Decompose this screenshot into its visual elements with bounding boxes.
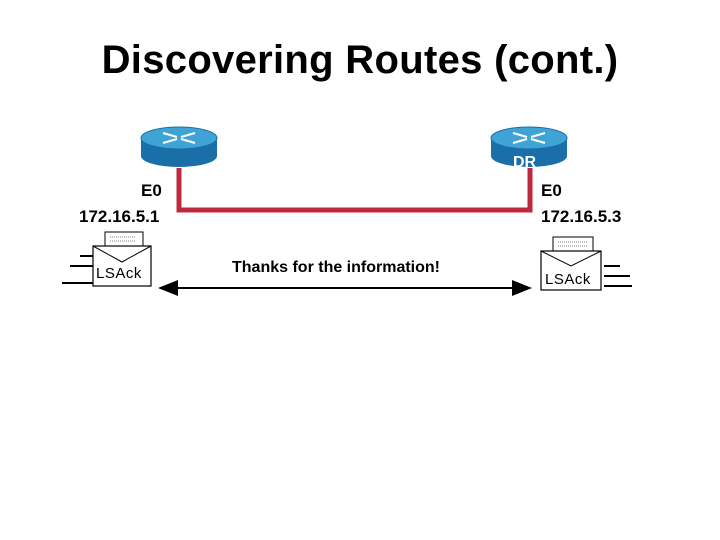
left-ip-label: 172.16.5.1 bbox=[79, 207, 160, 226]
left-interface-label: E0 bbox=[141, 181, 162, 200]
right-interface-label: E0 bbox=[541, 181, 562, 200]
lsack-packet-right-icon bbox=[540, 236, 632, 291]
router-right-icon bbox=[490, 126, 568, 167]
exchange-message: Thanks for the information! bbox=[232, 259, 440, 276]
slide-title: Discovering Routes (cont.) bbox=[101, 38, 619, 82]
left-lsack-label: LSAck bbox=[96, 265, 142, 282]
right-lsack-label: LSAck bbox=[545, 271, 591, 288]
lsack-packet-left-icon bbox=[62, 231, 152, 287]
router-left-icon bbox=[140, 126, 218, 167]
dr-role-label: DR bbox=[513, 154, 537, 171]
right-ip-label: 172.16.5.3 bbox=[541, 207, 622, 226]
ethernet-link bbox=[176, 168, 533, 213]
